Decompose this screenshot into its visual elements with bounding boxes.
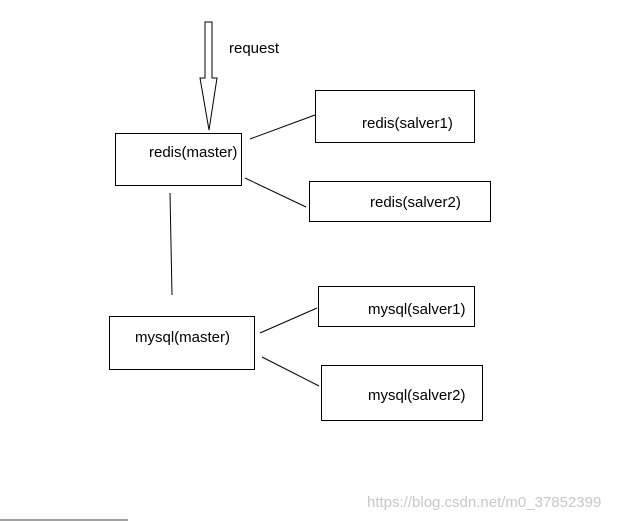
bottom-divider [0, 519, 128, 521]
edge-mysql-master-slave1 [259, 307, 318, 334]
redis-slave1-node: redis(salver1) [315, 90, 475, 143]
redis-slave2-node: redis(salver2) [309, 181, 491, 222]
watermark-text: https://blog.csdn.net/m0_37852399 [367, 494, 602, 511]
mysql-slave2-label: mysql(salver2) [368, 387, 466, 404]
edge-redis-master-slave2 [244, 177, 307, 208]
mysql-master-node: mysql(master) [109, 316, 255, 370]
request-arrow [199, 21, 218, 131]
redis-slave1-label: redis(salver1) [362, 115, 453, 132]
edge-redis-master-slave1 [249, 114, 316, 140]
mysql-slave2-node: mysql(salver2) [321, 365, 483, 421]
mysql-master-label: mysql(master) [135, 329, 231, 346]
edge-redis-to-mysql [169, 192, 173, 296]
mysql-slave1-label: mysql(salver1) [368, 301, 466, 318]
redis-master-label: redis(master) [149, 144, 238, 161]
redis-master-node: redis(master) [115, 133, 242, 186]
mysql-slave1-node: mysql(salver1) [318, 286, 475, 327]
request-label: request [229, 40, 280, 57]
redis-slave2-label: redis(salver2) [370, 194, 461, 211]
edge-mysql-master-slave2 [261, 356, 320, 387]
